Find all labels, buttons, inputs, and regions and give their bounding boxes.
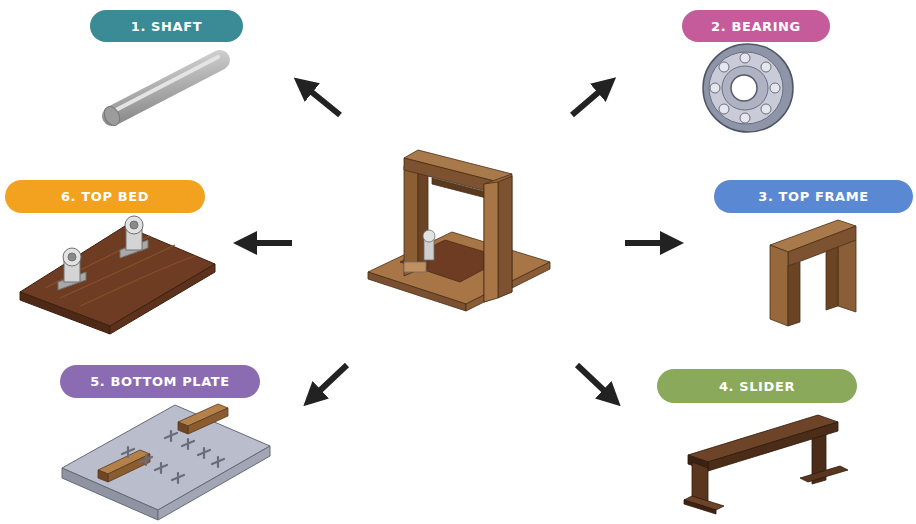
cross	[140, 455, 152, 465]
shaft-highlight	[112, 57, 218, 112]
part-label: 4. SLIDER	[657, 369, 857, 403]
ball	[740, 113, 750, 123]
slider-top	[688, 415, 838, 462]
holder-base	[404, 262, 426, 272]
bed-side	[110, 264, 215, 334]
frame-leg	[770, 245, 788, 326]
slider-foot	[800, 466, 848, 482]
arrows	[245, 85, 672, 398]
cross	[172, 473, 184, 483]
arrow	[312, 365, 347, 398]
cross	[155, 463, 167, 473]
base-top	[368, 232, 550, 304]
part-label: 3. TOP FRAME	[714, 180, 913, 213]
shaft-body	[112, 60, 220, 116]
block-bore	[68, 253, 76, 261]
label-text: 1. SHAFT	[131, 19, 202, 34]
arrow	[303, 85, 340, 115]
bearing-inner	[722, 66, 768, 110]
slider-front	[708, 422, 838, 471]
ball	[770, 83, 780, 93]
ball	[719, 62, 729, 72]
arrow	[625, 240, 672, 246]
label-text: 4. SLIDER	[719, 379, 795, 394]
bearing-balls	[710, 53, 780, 123]
pillow-block	[58, 248, 86, 290]
frame-post	[404, 160, 418, 276]
part-label: 2. BEARING	[682, 10, 830, 42]
arrow	[572, 85, 607, 115]
ball	[761, 104, 771, 114]
block-end	[98, 470, 108, 482]
bottom-plate-drawing	[62, 404, 270, 520]
assembly-drawing	[368, 150, 550, 311]
bearing-outer	[703, 44, 793, 132]
ball	[719, 104, 729, 114]
slider-drawing	[684, 415, 848, 514]
part-label: 5. BOTTOM PLATE	[60, 365, 260, 398]
cross	[198, 448, 210, 458]
plate-blocks	[98, 404, 228, 482]
shaft-end	[101, 104, 123, 128]
cross	[122, 447, 134, 457]
part-label: 1. SHAFT	[90, 10, 243, 42]
shaft-drawing	[101, 57, 220, 128]
frame-post-face	[498, 176, 512, 298]
block-housing	[125, 216, 143, 234]
plate-crosses	[122, 431, 224, 483]
pillow-block	[120, 216, 148, 258]
label-text: 6. TOP BED	[61, 189, 149, 204]
bearing-race	[709, 52, 783, 124]
arrow	[245, 240, 292, 246]
block-housing	[63, 248, 81, 266]
frame-beam-front	[788, 226, 856, 266]
plate-side	[158, 446, 270, 520]
frame-leg-side	[788, 262, 800, 326]
frame-post-edge	[484, 182, 498, 302]
assembly-holders	[404, 230, 435, 272]
ball	[710, 83, 720, 93]
top-frame-drawing	[770, 220, 856, 326]
holder-top	[423, 230, 435, 242]
block-end	[178, 422, 188, 434]
block-front	[108, 454, 150, 482]
arrow	[577, 365, 612, 398]
slider-foot-edge	[684, 500, 716, 514]
wood-grain	[45, 236, 195, 306]
frame-post-front	[484, 174, 512, 302]
cross	[182, 439, 194, 449]
bearing-drawing	[703, 44, 793, 132]
ball	[761, 62, 771, 72]
label-text: 2. BEARING	[711, 19, 801, 34]
bearing-bore	[731, 75, 757, 101]
block-front	[188, 408, 228, 434]
ball	[740, 53, 750, 63]
label-text: 3. TOP FRAME	[758, 189, 868, 204]
cross	[212, 457, 224, 467]
label-text: 5. BOTTOM PLATE	[90, 374, 230, 389]
part-label: 6. TOP BED	[5, 180, 205, 213]
block-bore	[130, 221, 138, 229]
top-bed-drawing	[20, 216, 215, 334]
plate-top	[62, 405, 270, 510]
cross	[165, 431, 177, 441]
